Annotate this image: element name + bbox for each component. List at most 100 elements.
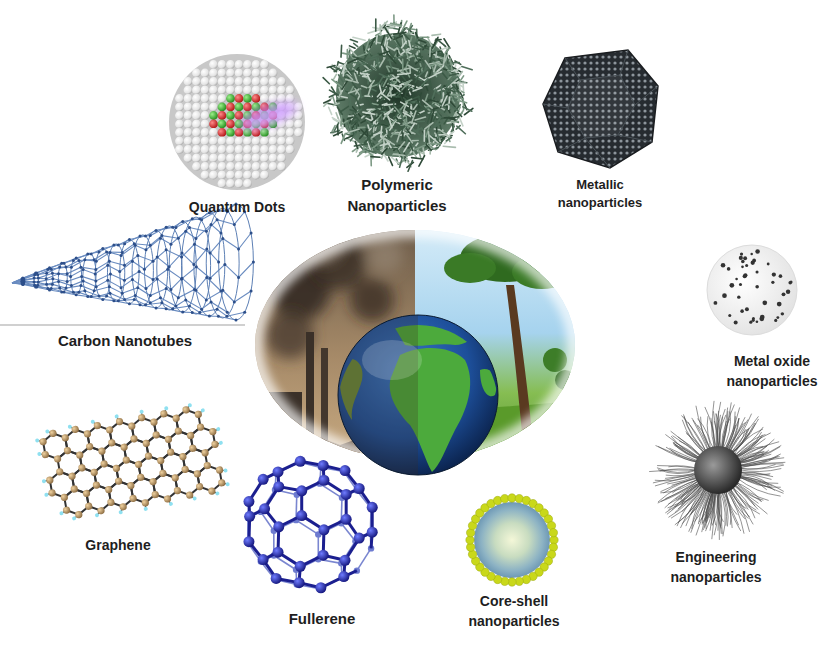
carbon-atom <box>182 406 190 414</box>
fullerene-atom <box>340 555 351 566</box>
polymer-strand <box>341 133 345 143</box>
qd-atom <box>184 94 193 103</box>
qd-atom <box>201 145 210 154</box>
oxide-dot <box>727 267 731 271</box>
qd-atom <box>235 145 244 154</box>
spike <box>735 480 769 500</box>
polymer-strand <box>439 41 446 46</box>
tube-atom <box>193 243 196 246</box>
fullerene-atom <box>273 466 284 477</box>
spike <box>671 431 703 457</box>
tube-atom <box>180 256 183 259</box>
qd-atom <box>184 128 193 137</box>
tube-atom <box>33 284 36 287</box>
hydrogen-atom <box>169 502 174 507</box>
qd-atom <box>294 111 303 120</box>
carbon-nanotube <box>12 203 255 322</box>
tube-atom <box>109 251 112 254</box>
carbon-atom <box>60 493 68 501</box>
qd-atom <box>243 128 252 137</box>
fullerene-atom <box>258 554 269 565</box>
qd-atom <box>235 94 244 103</box>
qd-atom <box>218 137 227 146</box>
oxide-dot <box>781 312 784 315</box>
fullerene-atom <box>243 536 254 547</box>
qd-atom <box>277 86 286 95</box>
tube-atom <box>165 287 168 290</box>
qd-atom <box>286 137 295 146</box>
qd-atom <box>235 60 244 69</box>
qd-atom <box>269 128 278 137</box>
qd-atom <box>209 69 218 78</box>
tube-atom <box>200 308 203 311</box>
hydrogen-atom <box>192 496 197 501</box>
polymer-strand <box>391 23 402 25</box>
qd-atom <box>243 77 252 86</box>
qd-atom <box>286 120 295 129</box>
qd-atom <box>277 77 286 86</box>
tube-atom <box>191 311 194 314</box>
carbon-atom <box>195 483 203 491</box>
tube-atom <box>180 277 183 280</box>
polymer-strand <box>365 133 372 142</box>
polymer-strand <box>443 146 455 147</box>
polymer-strand <box>399 126 405 131</box>
fullerene-atom <box>295 561 306 572</box>
tube-atom <box>51 277 54 280</box>
qd-atom <box>243 69 252 78</box>
qd-atom <box>184 145 193 154</box>
qd-atom <box>192 103 201 112</box>
carbon-atom <box>53 455 61 463</box>
polymer-strand <box>402 80 411 89</box>
tube-atom <box>159 296 162 299</box>
chimney <box>306 332 314 452</box>
tube-atom <box>184 230 187 233</box>
qd-atom <box>286 145 295 154</box>
polymer-strand <box>420 36 429 38</box>
spike <box>666 472 698 476</box>
hydrogen-atom <box>143 507 148 512</box>
carbon-atom <box>82 489 90 497</box>
carbon-atom <box>62 506 70 514</box>
tube-bond <box>12 283 245 316</box>
qd-atom <box>218 145 227 154</box>
fullerene-atom <box>367 502 378 513</box>
polymer-strand <box>409 143 412 150</box>
tube-atom <box>188 226 191 229</box>
polymer-strand <box>349 46 355 48</box>
qd-atom <box>243 162 252 171</box>
carbon-atom <box>130 435 138 443</box>
qd-atom <box>218 179 227 188</box>
oxide-dot <box>740 252 743 255</box>
nanoparticle-label: Engineering nanoparticles <box>659 548 773 587</box>
tube-atom <box>51 283 54 286</box>
tube-atom <box>155 307 158 310</box>
qd-atom <box>243 60 252 69</box>
hydrogen-atom <box>37 452 42 457</box>
qd-atom <box>260 86 269 95</box>
qd-atom <box>294 120 303 129</box>
fullerene-atom <box>271 573 282 584</box>
spike <box>726 488 737 514</box>
polymer-strand <box>392 157 399 163</box>
polymer-strand <box>376 59 378 66</box>
polymer-strand <box>388 116 392 127</box>
carbon-atom <box>56 468 64 476</box>
qd-atom <box>286 128 295 137</box>
shell-bead <box>549 529 557 537</box>
oxide-dot <box>788 281 792 285</box>
polymer-strand <box>338 75 343 82</box>
polymer-strand <box>379 74 389 79</box>
polymer-strand <box>381 36 384 45</box>
polymer-strand <box>342 121 348 125</box>
polymer-strand <box>405 116 407 122</box>
qd-atom <box>226 145 235 154</box>
tube-atom <box>177 296 180 299</box>
carbon-atom <box>185 491 193 499</box>
polymer-strand <box>448 97 451 109</box>
qd-atom <box>218 69 227 78</box>
polymer-strand <box>387 88 392 96</box>
qd-atom <box>277 162 286 171</box>
polymer-strand <box>324 100 330 103</box>
tube-atom <box>123 279 126 282</box>
